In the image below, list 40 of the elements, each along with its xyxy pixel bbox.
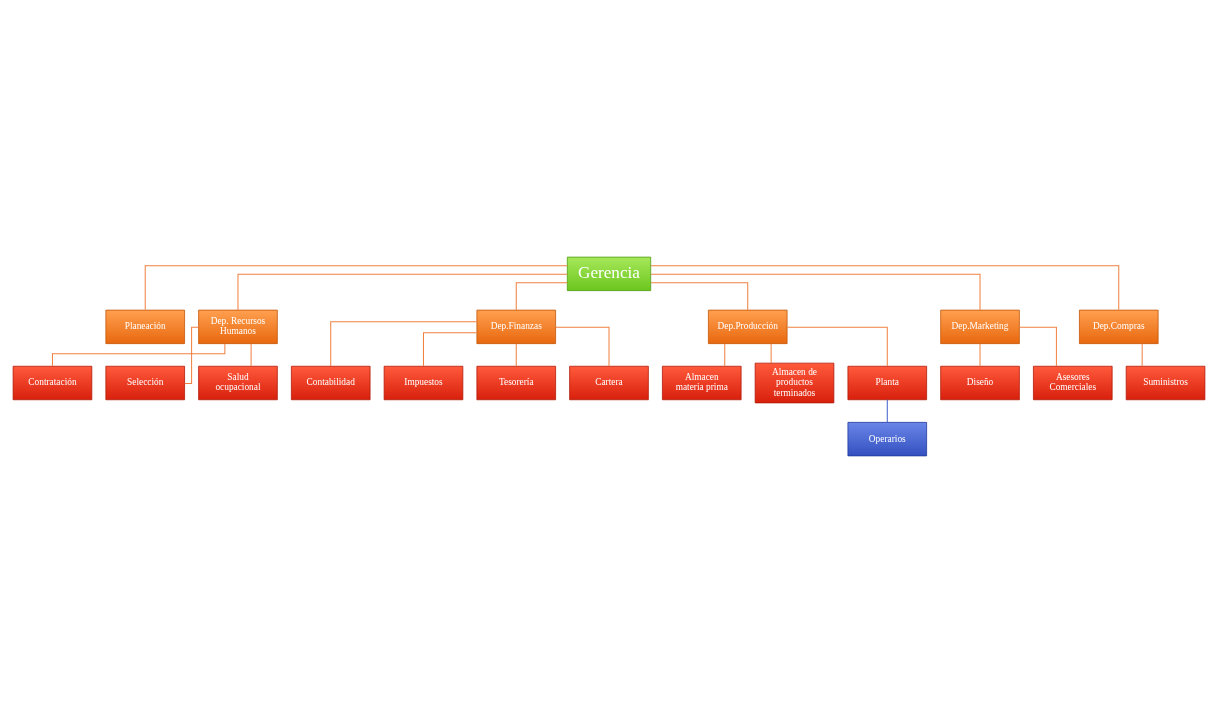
connector <box>786 326 888 367</box>
connector <box>770 343 772 364</box>
node-box: Contratación <box>12 365 93 401</box>
connector <box>1019 326 1057 367</box>
node-box: Diseño <box>940 365 1020 401</box>
connector <box>330 321 478 367</box>
connector <box>650 273 981 311</box>
connector <box>515 343 517 367</box>
node-box: Planeación <box>105 309 185 345</box>
connector <box>555 326 610 367</box>
node-box: Dep.Producción <box>708 309 788 345</box>
node-box: Gerencia <box>566 256 652 291</box>
connector <box>423 332 478 367</box>
connector <box>184 326 199 384</box>
connector <box>650 265 1120 311</box>
node-box: Dep. Recursos Humanos <box>198 309 278 345</box>
node-box: Dep.Marketing <box>940 309 1020 345</box>
connector <box>886 399 888 423</box>
node-box: Cartera <box>569 365 649 401</box>
connector <box>144 265 568 311</box>
node-box: Almacen materia prima <box>662 365 742 401</box>
node-box: Salud ocupacional <box>198 365 278 401</box>
node-box: Contabilidad <box>291 365 371 401</box>
connector <box>724 343 726 367</box>
node-box: Suministros <box>1125 365 1206 401</box>
node-box: Planta <box>847 365 927 401</box>
node-box: Asesores Comerciales <box>1033 365 1113 401</box>
connector <box>515 282 568 311</box>
node-box: Almacen de productos terminados <box>754 362 835 404</box>
connector <box>979 343 981 367</box>
node-box: Impuestos <box>383 365 464 401</box>
connector <box>650 282 749 311</box>
connector <box>1141 343 1143 367</box>
node-box: Tesorería <box>476 365 556 401</box>
node-box: Dep.Compras <box>1079 309 1159 345</box>
node-box: Operarios <box>847 422 927 457</box>
connector <box>237 273 568 311</box>
connector <box>250 343 252 367</box>
node-box: Selección <box>105 365 185 401</box>
node-box: Dep.Finanzas <box>476 309 556 345</box>
